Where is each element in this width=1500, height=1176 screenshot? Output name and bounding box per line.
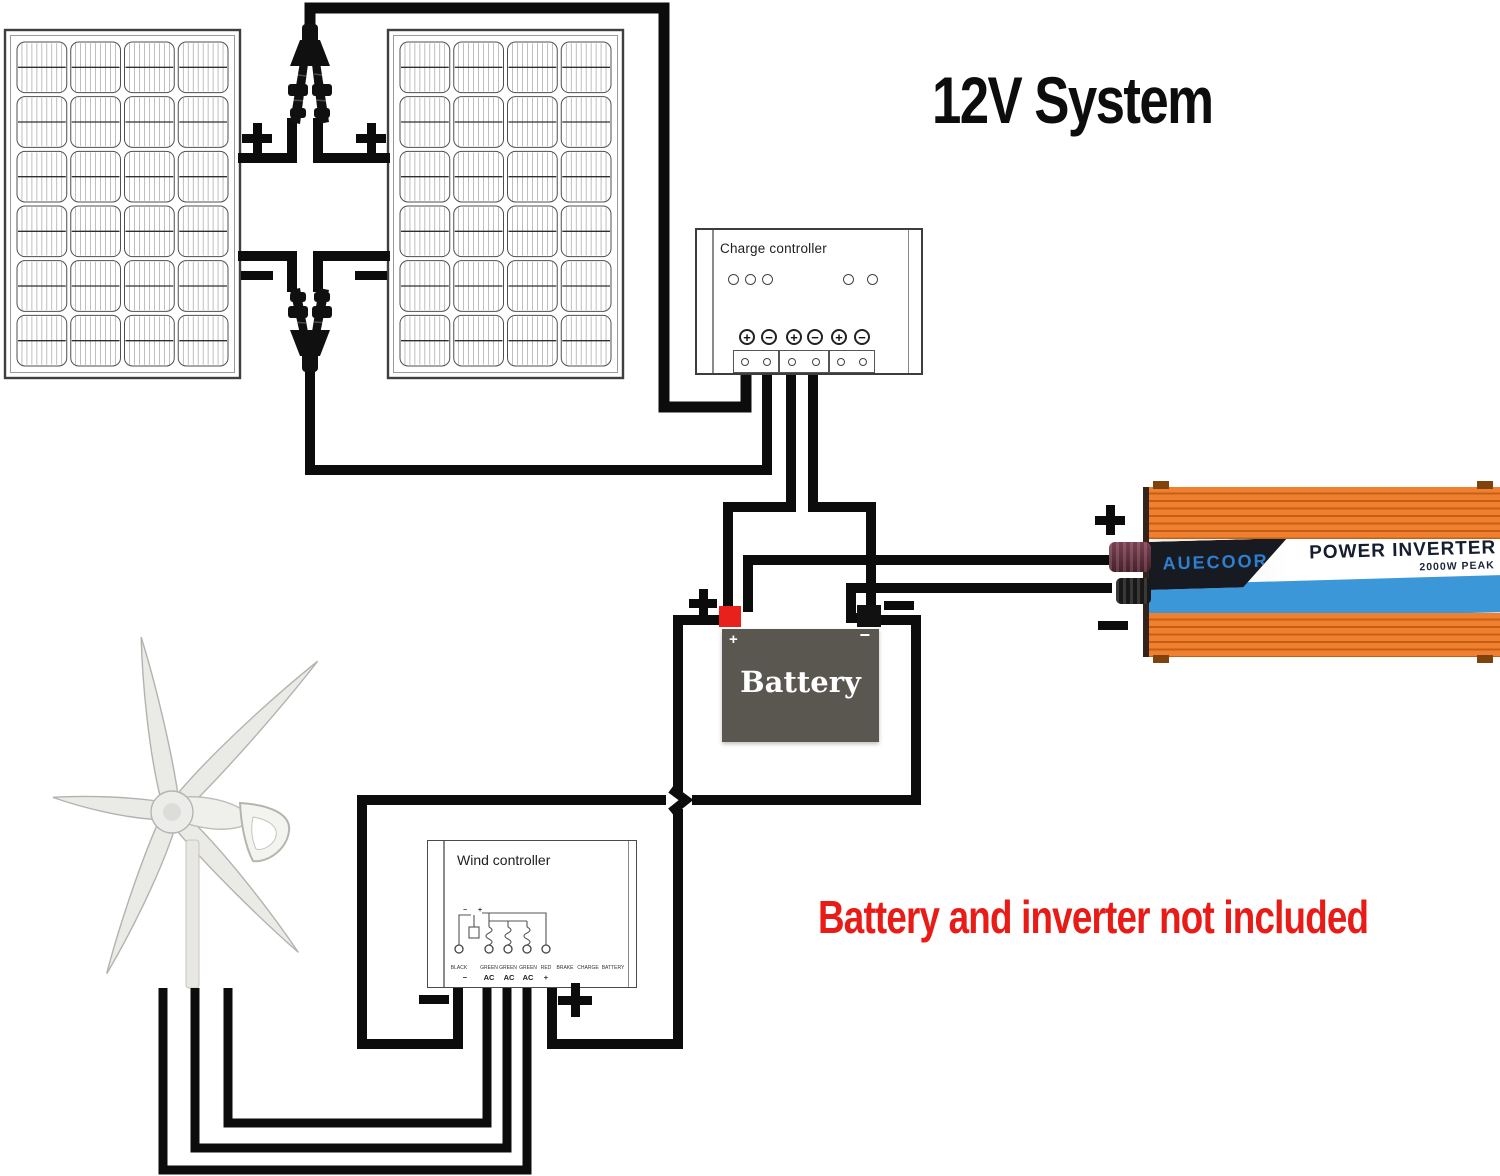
- inverter-brand-label: AUECOOR: [1162, 550, 1269, 574]
- schematic-plus: +: [477, 907, 483, 914]
- indicator-dot: [867, 274, 878, 285]
- wire-label: GREEN: [499, 965, 517, 971]
- wind-controller: Wind controller − + BLACK GREEN GREEN GR…: [427, 840, 637, 988]
- controller-rail-right: [907, 230, 909, 373]
- inverter-fins-top: [1149, 487, 1500, 539]
- disclaimer-note: Battery and inverter not included: [818, 891, 1369, 943]
- wire-ac-1: [223, 986, 492, 1128]
- wind-plus-mark: [558, 983, 592, 1017]
- terminal-label: −: [462, 973, 468, 982]
- wire-inverter-positive: [743, 555, 1112, 612]
- wire-panel2-negative: [313, 251, 390, 292]
- wire-battery-negative-loop: [357, 615, 921, 1049]
- wire-ac-2: [190, 986, 512, 1153]
- wire-label: GREEN: [519, 965, 537, 971]
- wire-label: RED: [540, 965, 552, 971]
- inverter-fins-bottom: [1149, 613, 1500, 657]
- wire-panel1-positive: [238, 118, 297, 163]
- inverter-negative-connector: [1116, 578, 1151, 604]
- indicator-dot: [762, 274, 773, 285]
- terminal-sign: +: [831, 329, 847, 345]
- inverter-positive-connector: [1109, 542, 1151, 572]
- wires: [158, 2, 1112, 1175]
- wire-label: BLACK: [450, 965, 468, 971]
- terminal-block-solar: [733, 350, 779, 373]
- wind-minus-mark: [419, 994, 449, 1004]
- mc4-branch-connector-bottom: [288, 288, 332, 372]
- panel1-plus-mark: [242, 123, 272, 153]
- controller-rail-left: [712, 230, 714, 373]
- wire-ac-3: [158, 986, 532, 1175]
- solar-panels: [3, 28, 625, 380]
- inverter-plus-mark: [1095, 505, 1125, 535]
- battery-label: Battery: [740, 665, 861, 699]
- wire-controller-battery-positive: [723, 372, 796, 610]
- wire-label: BRAKE: [556, 965, 574, 971]
- inverter-foot: [1153, 481, 1169, 489]
- terminal-sign: −: [854, 329, 870, 345]
- wire-label: BATTERY: [601, 965, 625, 971]
- inverter-foot: [1153, 655, 1169, 663]
- wire-solar-negative-to-controller: [305, 366, 772, 475]
- indicator-dot: [728, 274, 739, 285]
- inverter-foot: [1477, 655, 1493, 663]
- battery-minus-mark: −: [859, 625, 870, 645]
- page-title: 12V System: [932, 63, 1214, 137]
- terminal-sign: −: [807, 329, 823, 345]
- battery-plus-mark: +: [729, 631, 738, 648]
- battery-area-minus-mark: [884, 601, 914, 610]
- power-inverter: POWER INVERTER 2000W PEAK CE RoHS 1000W …: [1109, 481, 1500, 663]
- terminal-sign: +: [739, 329, 755, 345]
- inverter-label-zone: POWER INVERTER 2000W PEAK CE RoHS 1000W …: [1149, 539, 1500, 613]
- charge-controller: Charge controller + − + − + −: [695, 228, 923, 375]
- terminal-block-load: [829, 350, 875, 373]
- inverter-foot: [1477, 481, 1493, 489]
- terminal-block-battery: [779, 350, 829, 373]
- terminal-label: AC: [522, 973, 534, 982]
- panel1-minus-mark: [241, 270, 273, 280]
- wire-controller-battery-negative: [808, 372, 876, 608]
- charge-controller-label: Charge controller: [720, 241, 827, 256]
- indicator-dot: [843, 274, 854, 285]
- mc4-branch-connector-top: [288, 24, 332, 124]
- wire-panel1-negative: [238, 251, 297, 292]
- terminal-sign: +: [786, 329, 802, 345]
- wire-battery-positive-lower: [547, 809, 683, 1049]
- wind-turbine-image: [50, 634, 326, 989]
- wire-battery-positive-upper: [673, 615, 719, 792]
- terminal-label: +: [543, 973, 549, 982]
- solar-panel-1: [3, 28, 242, 380]
- schematic-minus: −: [462, 907, 468, 914]
- inverter-minus-mark: [1098, 621, 1128, 630]
- controller-rail-right: [627, 841, 629, 987]
- battery-negative-terminal: [857, 605, 881, 627]
- inverter-peak-label: 2000W PEAK: [1419, 559, 1495, 574]
- wire-label: GREEN: [480, 965, 498, 971]
- solar-panel-2: [386, 28, 625, 380]
- battery-area-plus-mark: [689, 589, 717, 617]
- battery: + − Battery: [722, 625, 879, 742]
- battery-positive-terminal: [719, 606, 741, 627]
- wind-controller-label: Wind controller: [457, 852, 551, 868]
- wire-inverter-negative: [846, 583, 1112, 623]
- wire-label: CHARGE: [577, 965, 599, 971]
- controller-rail-left: [443, 841, 445, 987]
- wire-hop-chevron: [668, 785, 694, 816]
- wire-solar-positive-to-controller: [304, 2, 752, 413]
- panel2-plus-mark: [356, 123, 386, 153]
- panel2-minus-mark: [355, 270, 387, 280]
- terminal-label: AC: [483, 973, 495, 982]
- wind-controller-schematic: [454, 912, 551, 954]
- terminal-sign: −: [761, 329, 777, 345]
- indicator-dot: [745, 274, 756, 285]
- terminal-label: AC: [503, 973, 515, 982]
- wire-panel2-positive: [313, 118, 390, 163]
